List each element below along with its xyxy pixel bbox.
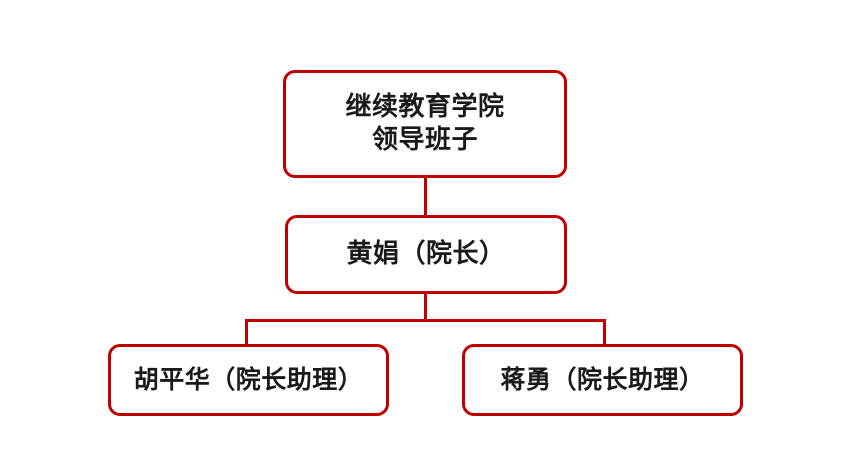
org-node-dean-label: 黄娟（院长） (346, 238, 506, 269)
org-node-dean[interactable]: 黄娟（院长） (285, 215, 567, 294)
org-node-assistant-left-label: 胡平华（院长助理） (133, 365, 364, 394)
connector-dean-stem (424, 292, 427, 322)
connector-branch-bar (245, 319, 606, 322)
org-node-root[interactable]: 继续教育学院 领导班子 (283, 70, 567, 178)
org-node-assistant-right[interactable]: 蒋勇（院长助理） (462, 344, 743, 416)
org-node-root-label: 继续教育学院 领导班子 (345, 91, 505, 155)
connector-drop-to-assistant-left (245, 319, 248, 346)
connector-root-to-dean (424, 176, 427, 217)
connector-drop-to-assistant-right (603, 319, 606, 346)
org-node-assistant-left[interactable]: 胡平华（院长助理） (108, 344, 389, 416)
org-node-assistant-right-label: 蒋勇（院长助理） (500, 365, 705, 394)
